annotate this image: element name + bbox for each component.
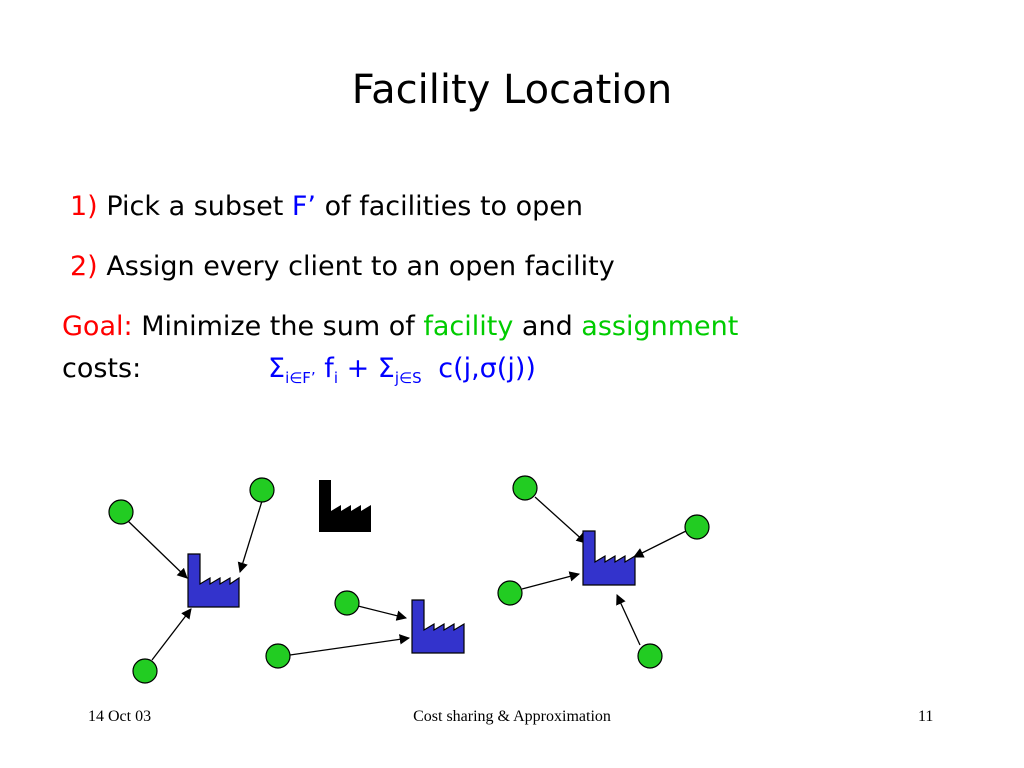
assignment-arrow [357, 605, 408, 621]
footer-title: Cost sharing & Approximation [413, 708, 611, 725]
assignment-arrow [151, 608, 192, 661]
footer-date: 14 Oct 03 [88, 708, 152, 725]
step-2: 2) Assign every client to an open facili… [70, 248, 615, 286]
client-node [249, 477, 275, 503]
formula-term: c(j,σ(j)) [438, 353, 536, 384]
goal-line: Goal: Minimize the sum of facility and a… [62, 308, 738, 346]
step-1-text-pre: Pick a subset [106, 191, 284, 222]
open-facility-icon [411, 599, 465, 654]
footer-page-number: 11 [918, 708, 934, 725]
goal-word-facility: facility [423, 311, 514, 342]
assignment-arrow [127, 520, 188, 579]
assignment-arrow [616, 594, 641, 646]
step-1: 1) Pick a subset F’ of facilities to ope… [70, 188, 583, 226]
slide-title: Facility Location [351, 67, 673, 113]
goal-label: Goal: [62, 311, 133, 342]
assignment-arrow [534, 496, 587, 544]
assignment-arrow [633, 530, 687, 558]
step-2-text: Assign every client to an open facility [106, 251, 615, 282]
formula-sub-1: i∈F’ [285, 369, 316, 387]
open-facility-icon [582, 530, 636, 586]
goal-line-2: costs: [62, 353, 142, 384]
step-2-number: 2) [70, 251, 98, 282]
open-facility-icon [187, 553, 240, 608]
assignment-arrow [289, 634, 411, 656]
assignment-arrow [237, 500, 263, 573]
step-1-number: 1) [70, 191, 98, 222]
step-1-variable: F’ [291, 191, 316, 222]
goal-word-assignment: assignment [581, 311, 739, 342]
client-node [334, 590, 360, 616]
client-node [512, 475, 538, 501]
cost-formula: Σi∈F’ fi + Σj∈S c(j,σ(j)) [268, 350, 536, 397]
formula-f: f [324, 353, 334, 384]
client-node [265, 643, 291, 669]
client-node [108, 499, 134, 525]
client-node [132, 658, 158, 684]
formula-plus: + [346, 353, 370, 384]
goal-text-pre: Minimize the sum of [141, 311, 415, 342]
closed-facility-icon [319, 480, 371, 532]
client-node [497, 580, 523, 606]
formula-sigma-2: Σ [377, 353, 395, 384]
goal-word-and: and [521, 311, 573, 342]
formula-sub-i: i [333, 369, 338, 387]
client-node [684, 514, 710, 540]
step-1-text-post: of facilities to open [324, 191, 584, 222]
formula-sigma-1: Σ [268, 353, 286, 384]
client-node [637, 643, 663, 669]
assignment-arrow [521, 571, 581, 590]
formula-sub-2: j∈S [394, 369, 422, 387]
